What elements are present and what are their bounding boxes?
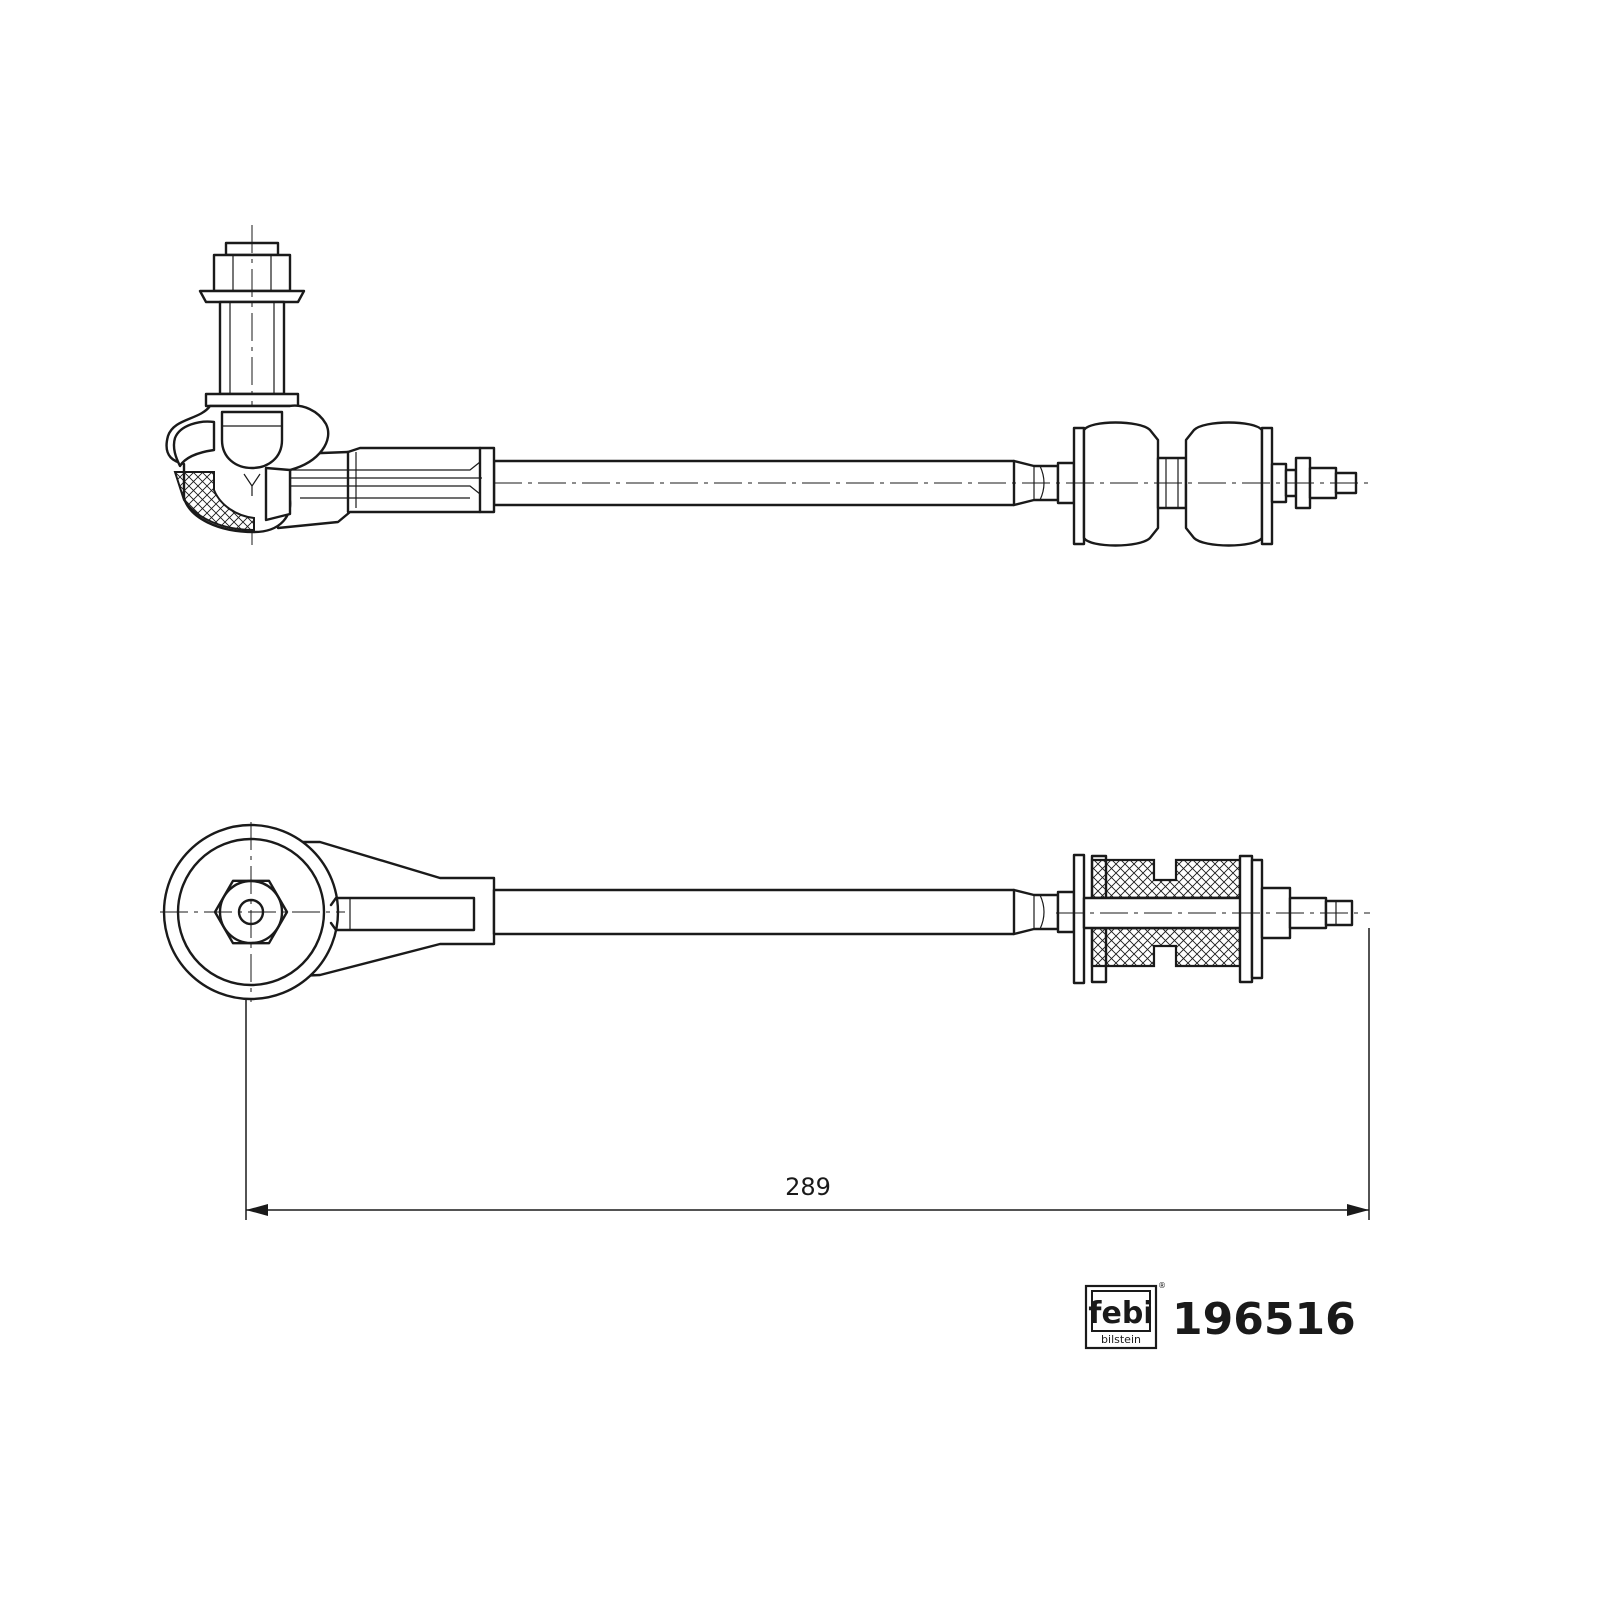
side-view	[165, 225, 1372, 547]
top-view-bushing-section	[1056, 853, 1370, 985]
brand-logo: febi bilstein ®	[1084, 1281, 1166, 1350]
part-number: 196516	[1172, 1294, 1356, 1345]
top-view-rod	[492, 888, 1060, 936]
dimension-arrow-right	[1347, 1204, 1369, 1216]
logo-sub-text: bilstein	[1101, 1333, 1141, 1346]
dimension-arrow-left	[246, 1204, 268, 1216]
side-view-housing-arm	[268, 446, 496, 530]
top-view-ball-joint-eye	[160, 823, 496, 1001]
side-view-ball-joint	[165, 404, 330, 534]
registered-mark: ®	[1158, 1281, 1166, 1290]
dimension-value: 289	[785, 1173, 831, 1201]
top-view	[160, 822, 1370, 1002]
side-view-bolt	[198, 225, 306, 545]
length-dimension: 289	[245, 928, 1370, 1220]
logo-main-text: febi	[1088, 1296, 1153, 1331]
side-view-bushing-assembly	[494, 421, 1372, 547]
